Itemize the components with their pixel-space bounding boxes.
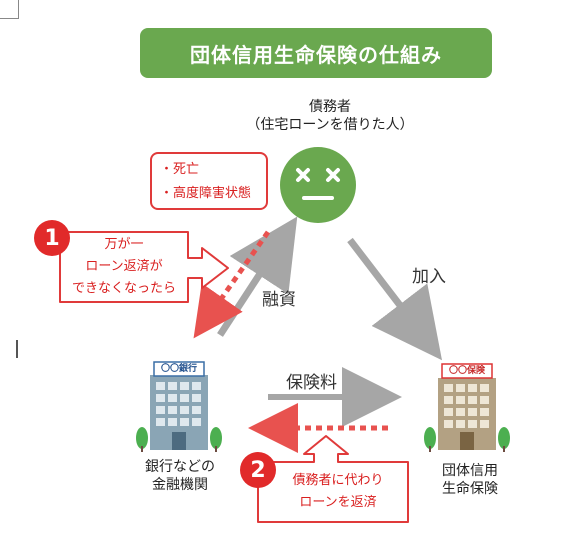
default-dashed-arrow bbox=[193, 230, 271, 339]
step-1-badge: 1 bbox=[34, 220, 70, 256]
callout1-line1: 万が一 bbox=[104, 237, 144, 252]
callout1-line3: できなくなったら bbox=[71, 281, 176, 296]
condition-disability: ・高度障害状態 bbox=[160, 186, 252, 201]
debtor-label: 債務者 （住宅ローンを借りた人） bbox=[220, 98, 440, 134]
callout2-line2: ローンを返済 bbox=[299, 495, 377, 510]
callout1-line2: ローン返済が bbox=[85, 259, 163, 274]
insurer-label: 団体信用 生命保険 bbox=[410, 462, 530, 498]
callout2-line1: 債務者に代わり bbox=[292, 473, 384, 488]
text-cursor bbox=[16, 340, 18, 358]
bank-label-line1: 銀行などの bbox=[145, 459, 215, 475]
bank-sign: 〇〇銀行 bbox=[160, 364, 197, 374]
insurance-building-icon bbox=[424, 363, 510, 452]
premium-label: 保険料 bbox=[286, 373, 337, 393]
page-corner-mark bbox=[0, 0, 19, 19]
bank-label: 銀行などの 金融機関 bbox=[120, 458, 240, 494]
bank-label-line2: 金融機関 bbox=[152, 477, 208, 493]
condition-death: ・死亡 bbox=[160, 162, 200, 177]
insurer-label-line2: 生命保険 bbox=[442, 481, 498, 497]
callout2-shape bbox=[257, 435, 409, 523]
debtor-label-line2: （住宅ローンを借りた人） bbox=[246, 117, 414, 133]
bank-building-icon bbox=[136, 361, 222, 452]
join-arrow bbox=[347, 237, 443, 361]
debtor-label-line1: 債務者 bbox=[309, 99, 351, 115]
callout1-shape bbox=[59, 231, 229, 303]
callout1-text: 万が一 ローン返済が できなくなったら bbox=[62, 234, 186, 300]
insurer-sign: 〇〇保険 bbox=[448, 366, 485, 376]
debtor-face-icon bbox=[280, 147, 356, 223]
insurer-label-line1: 団体信用 bbox=[442, 463, 498, 479]
page-title: 団体信用生命保険の仕組み bbox=[140, 28, 492, 78]
callout2-text: 債務者に代わり ローンを返済 bbox=[270, 470, 406, 514]
join-label: 加入 bbox=[412, 267, 446, 287]
conditions-box: ・死亡 ・高度障害状態 bbox=[150, 152, 268, 210]
step-2-badge: 2 bbox=[240, 452, 276, 488]
loan-label: 融資 bbox=[262, 290, 296, 310]
